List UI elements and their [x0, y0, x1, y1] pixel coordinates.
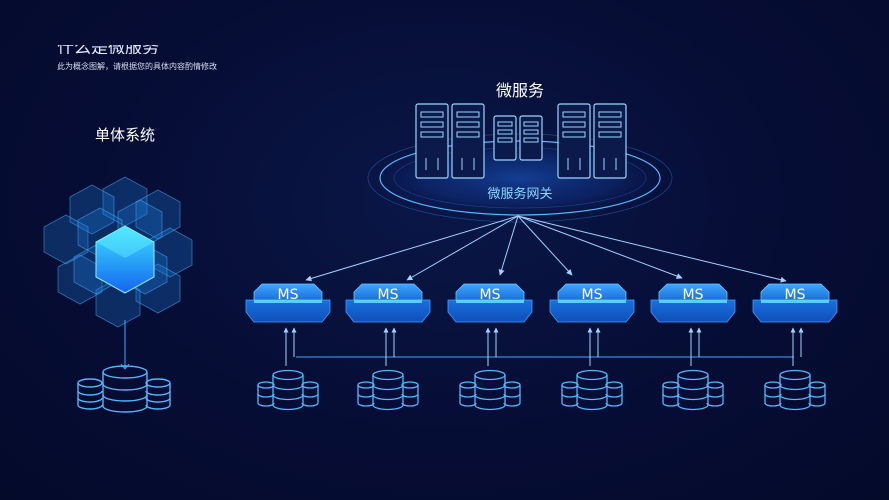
page-title: 什么是微服务: [57, 38, 159, 54]
ms-label: MS: [582, 287, 603, 303]
ms-node: MS: [345, 283, 431, 323]
ms-node: MS: [447, 283, 533, 323]
database-icon: [561, 369, 623, 411]
ms-db-link: [383, 327, 397, 366]
gateway-label: 微服务网关: [487, 187, 553, 202]
server-rack-icon: [415, 103, 627, 179]
database-icon: [459, 369, 521, 411]
ms-db-link: [485, 327, 499, 366]
monolith-database-icon: [77, 365, 171, 413]
microservices-label: 微服务: [495, 81, 544, 100]
ms-db-link: [688, 327, 702, 366]
ms-node: MS: [245, 283, 331, 323]
ms-label: MS: [378, 287, 399, 303]
ms-node: MS: [650, 283, 736, 323]
monolith-label: 单体系统: [94, 126, 155, 144]
database-icon: [357, 369, 419, 411]
database-icon: [662, 369, 724, 411]
database-icon: [257, 369, 319, 411]
ms-node: MS: [549, 283, 635, 323]
page-subtitle: 此为概念图解，请根据您的具体内容酌情修改: [57, 62, 217, 71]
monolith-hex-cluster: [43, 176, 193, 328]
ms-label: MS: [480, 287, 501, 303]
ms-label: MS: [785, 287, 806, 303]
database-icon: [764, 369, 826, 411]
gateway-arrows: [305, 215, 787, 283]
ms-node: MS: [752, 283, 838, 323]
ms-db-link: [790, 327, 804, 366]
ms-label: MS: [683, 287, 704, 303]
ms-db-link: [587, 327, 601, 366]
ms-db-link: [283, 327, 297, 366]
ms-label: MS: [278, 287, 299, 303]
